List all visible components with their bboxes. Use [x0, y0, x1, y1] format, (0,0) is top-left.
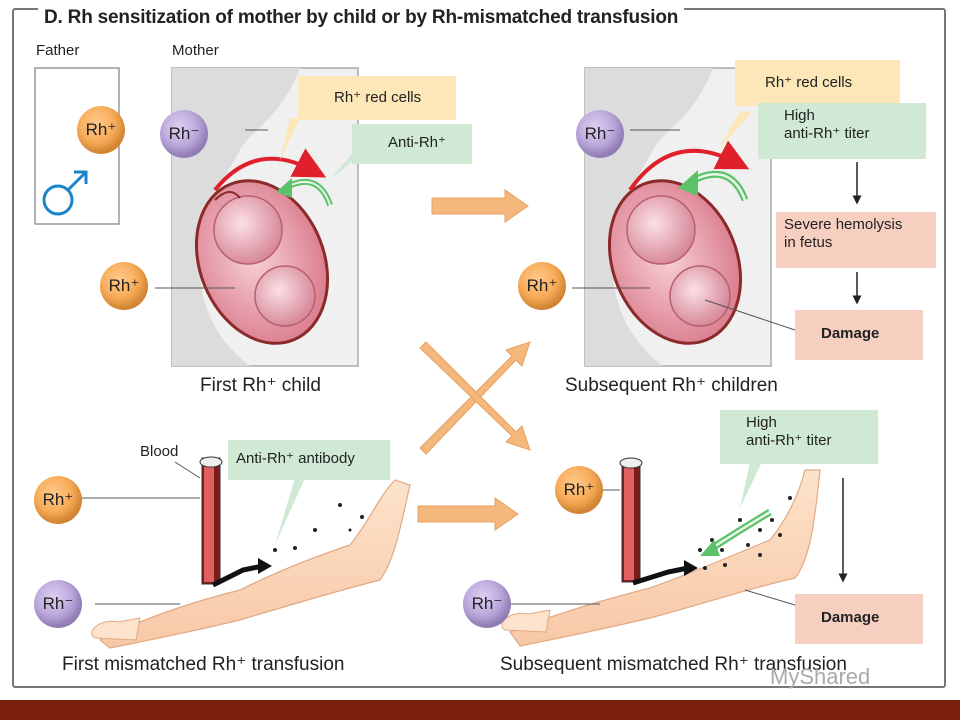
figure-frame: D. Rh sensitization of mother by child o…	[12, 7, 946, 688]
flow-arrows	[417, 189, 531, 531]
donor-rh-pos-circle-1: Rh⁺	[34, 476, 82, 524]
high-titer-box-top: High anti-Rh⁺ titer	[758, 103, 926, 159]
father-label: Father	[36, 42, 80, 59]
recipient-rh-neg-circle-2: Rh⁻	[463, 580, 511, 628]
rh-red-cells-box-2: Rh⁺ red cells	[735, 60, 900, 106]
blood-label: Blood	[140, 443, 179, 460]
footer-bar	[0, 700, 960, 720]
high-titer-box-bottom: High anti-Rh⁺ titer	[720, 410, 878, 464]
figure-title: D. Rh sensitization of mother by child o…	[38, 7, 685, 29]
severe-line2: in fetus	[784, 234, 833, 251]
mother-rh-neg-circle-2: Rh⁻	[576, 110, 624, 158]
subsequent-children-caption: Subsequent Rh⁺ children	[565, 375, 778, 396]
severe-hemolysis-box: Severe hemolysis in fetus	[776, 212, 936, 268]
anti-rh-box-1: Anti-Rh⁺	[352, 124, 472, 164]
anti-rh-antibody-box: Anti-Rh⁺ antibody	[228, 440, 390, 480]
damage-box-bottom: Damage	[795, 594, 923, 644]
child-rh-pos-circle-1: Rh⁺	[100, 262, 148, 310]
male-symbol-icon	[42, 170, 88, 216]
high-titer-bottom-line1: High	[746, 414, 777, 431]
child-rh-pos-circle-2: Rh⁺	[518, 262, 566, 310]
mother-rh-neg-circle-1: Rh⁻	[160, 110, 208, 158]
damage-box-top: Damage	[795, 310, 923, 360]
father-rh-pos-circle: Rh⁺	[77, 106, 125, 154]
antibody-dots-1	[273, 503, 364, 552]
donor-rh-pos-circle-2: Rh⁺	[555, 466, 603, 514]
high-titer-top-line2: anti-Rh⁺ titer	[784, 125, 870, 142]
first-transfusion-caption: First mismatched Rh⁺ transfusion	[62, 654, 345, 675]
recipient-rh-neg-circle-1: Rh⁻	[34, 580, 82, 628]
rh-red-cells-box-1: Rh⁺ red cells	[298, 76, 456, 120]
subsequent-transfusion-caption: Subsequent mismatched Rh⁺ transfusion	[500, 654, 847, 675]
mother-label: Mother	[172, 42, 219, 59]
high-titer-top-line1: High	[784, 107, 815, 124]
high-titer-bottom-line2: anti-Rh⁺ titer	[746, 432, 832, 449]
watermark-logo: MyShared	[770, 664, 871, 689]
antibody-dots-2	[698, 496, 792, 570]
severe-line1: Severe hemolysis	[784, 216, 903, 233]
first-child-caption: First Rh⁺ child	[200, 375, 321, 396]
